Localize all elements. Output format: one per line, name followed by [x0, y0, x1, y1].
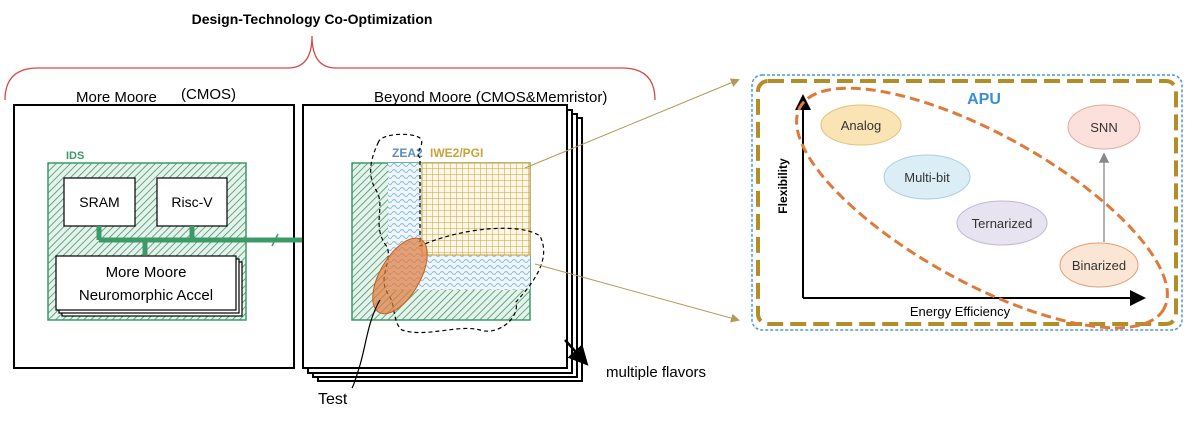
apu-orange-dashed-ellipse	[795, 86, 1169, 330]
bubble-binarized-label: Binarized	[1072, 258, 1126, 273]
bubble-multi-bit-label: Multi-bit	[904, 170, 950, 185]
title-brace	[4, 35, 656, 101]
accel-line-2: Neuromorphic Accel	[79, 287, 213, 304]
flavors-label: multiple flavors	[606, 364, 706, 381]
apu-panel-inner	[756, 79, 1178, 326]
zea2-dashed-outline	[370, 133, 545, 334]
bubble-analog-shape	[820, 104, 902, 146]
test-highlight-ellipse	[372, 237, 428, 315]
accel-line-1: More Moore	[106, 264, 187, 281]
bubble-ternarized-label: Ternarized	[972, 216, 1033, 231]
more-moore-paren: (CMOS)	[181, 86, 236, 103]
test-label: Test	[318, 391, 348, 408]
beyond-moore-label: Beyond Moore (CMOS&Memristor)	[374, 89, 607, 106]
ids-label: IDS	[66, 150, 84, 162]
bubble-multi-bit-shape	[883, 154, 971, 200]
bubble-multi-bit: Multi-bit	[883, 154, 971, 200]
test-pointer-line	[351, 299, 381, 389]
bubble-analog: Analog	[820, 104, 902, 146]
apu-y-axis-label: Flexibility	[776, 158, 790, 214]
zea2-lower-region	[422, 255, 530, 290]
sram-label: SRAM	[79, 194, 119, 210]
bubble-snn: SNN	[1067, 104, 1141, 150]
bus-break-mark-left	[271, 233, 279, 247]
bubble-ternarized: Ternarized	[956, 200, 1048, 246]
flavors-arrow	[564, 339, 589, 366]
iwe2-label: IWE2/PGI	[430, 146, 483, 160]
bubble-ternarized-shape	[956, 200, 1048, 246]
zea2-label: ZEA2	[392, 146, 423, 160]
apu-title: APU	[967, 91, 1001, 108]
iwe2-grid-region	[421, 162, 531, 256]
bubble-binarized: Binarized	[1059, 242, 1139, 288]
neuromorphic-accel-stack	[55, 255, 243, 317]
bubble-snn-label: SNN	[1090, 120, 1117, 135]
bubble-analog-label: Analog	[841, 118, 881, 133]
connector-bottom	[534, 263, 740, 323]
connector-top	[524, 78, 740, 169]
bubble-snn-shape	[1067, 104, 1141, 150]
bubble-binarized-shape	[1059, 242, 1139, 288]
riscv-label: Risc-V	[171, 194, 213, 210]
riscv-block	[156, 177, 228, 227]
apu-x-axis-label: Energy Efficiency	[910, 304, 1011, 319]
sram-block	[63, 177, 136, 227]
more-moore-label: More Moore	[76, 89, 157, 106]
diagram-title: Design-Technology Co-Optimization	[192, 11, 433, 27]
